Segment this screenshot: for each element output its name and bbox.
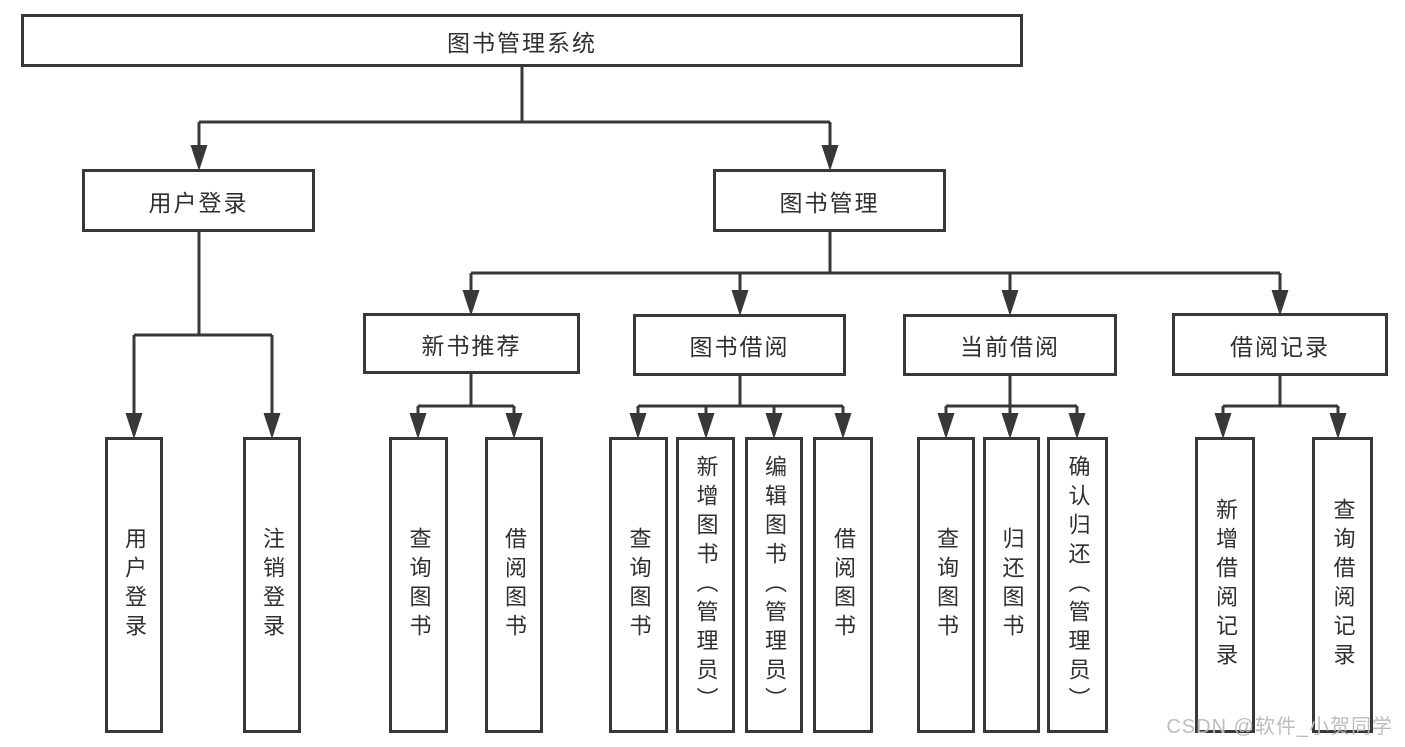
arrowhead (1001, 413, 1019, 439)
node-label: 借阅记录 (1230, 333, 1330, 360)
leaf-logout: 注销登录 (243, 437, 301, 733)
node-book-borrowing: 图书借阅 (633, 314, 846, 376)
arrowhead (125, 413, 143, 439)
node-label: 注销登录 (260, 527, 285, 643)
arrowhead (629, 413, 647, 439)
arrowhead (1329, 413, 1347, 439)
node-user-login: 用户登录 (82, 169, 315, 232)
arrowhead (937, 413, 955, 439)
node-label: 查询借阅记录 (1330, 498, 1356, 672)
leaf-borrowing-edit-books-admin: 编辑图书（管理员） (745, 437, 803, 733)
leaf-recommend-borrow-books: 借阅图书 (485, 437, 543, 733)
leaf-current-return-books: 归还图书 (983, 437, 1040, 733)
arrowhead (834, 413, 852, 439)
node-label: 用户登录 (122, 527, 147, 643)
arrowhead (505, 413, 523, 439)
arrowhead (1001, 290, 1019, 316)
node-current-borrowing: 当前借阅 (903, 314, 1117, 376)
arrowhead (821, 145, 839, 171)
arrowhead (731, 290, 749, 316)
node-label: 借阅图书 (831, 527, 856, 643)
node-library-system: 图书管理系统 (21, 14, 1023, 67)
node-label: 图书管理 (779, 189, 880, 216)
node-label: 新增借阅记录 (1213, 498, 1238, 672)
arrowhead (1068, 413, 1086, 439)
leaf-records-add-borrow-record: 新增借阅记录 (1195, 437, 1255, 733)
node-label: 查询图书 (626, 527, 652, 643)
node-borrowing-records: 借阅记录 (1172, 313, 1388, 376)
leaf-recommend-query-books: 查询图书 (389, 437, 448, 733)
node-label: 新书推荐 (421, 332, 522, 359)
node-new-book-recommendation: 新书推荐 (363, 313, 580, 374)
leaf-user-login: 用户登录 (105, 437, 163, 733)
node-label: 新增图书（管理员） (693, 454, 719, 716)
leaf-current-confirm-return-admin: 确认归还（管理员） (1047, 437, 1108, 733)
node-label: 查询图书 (934, 527, 959, 643)
node-label: 用户登录 (148, 189, 249, 216)
leaf-current-query-books: 查询图书 (917, 437, 975, 733)
leaf-borrowing-query-books: 查询图书 (609, 437, 668, 733)
leaf-borrowing-borrow-books: 借阅图书 (813, 437, 873, 733)
leaf-records-query-borrow-record: 查询借阅记录 (1312, 437, 1373, 733)
node-label: 借阅图书 (502, 527, 527, 643)
arrowhead (697, 413, 715, 439)
arrowhead (462, 290, 480, 316)
arrowhead (1214, 413, 1232, 439)
node-label: 当前借阅 (960, 334, 1060, 360)
arrowhead (263, 413, 281, 439)
arrowhead (765, 413, 783, 439)
node-label: 图书借阅 (689, 334, 790, 360)
arrowhead (1271, 290, 1289, 316)
node-label: 确认归还（管理员） (1065, 454, 1091, 716)
watermark-csdn: CSDN @软件_小贺同学 (1166, 716, 1393, 738)
node-label: 图书管理系统 (447, 29, 597, 56)
node-book-management: 图书管理 (713, 169, 946, 232)
node-label: 查询图书 (406, 527, 432, 643)
arrowhead (190, 145, 208, 171)
node-label: 归还图书 (999, 527, 1025, 643)
node-label: 编辑图书（管理员） (762, 454, 787, 716)
arrowhead (409, 413, 427, 439)
leaf-borrowing-add-books-admin: 新增图书（管理员） (676, 437, 735, 733)
